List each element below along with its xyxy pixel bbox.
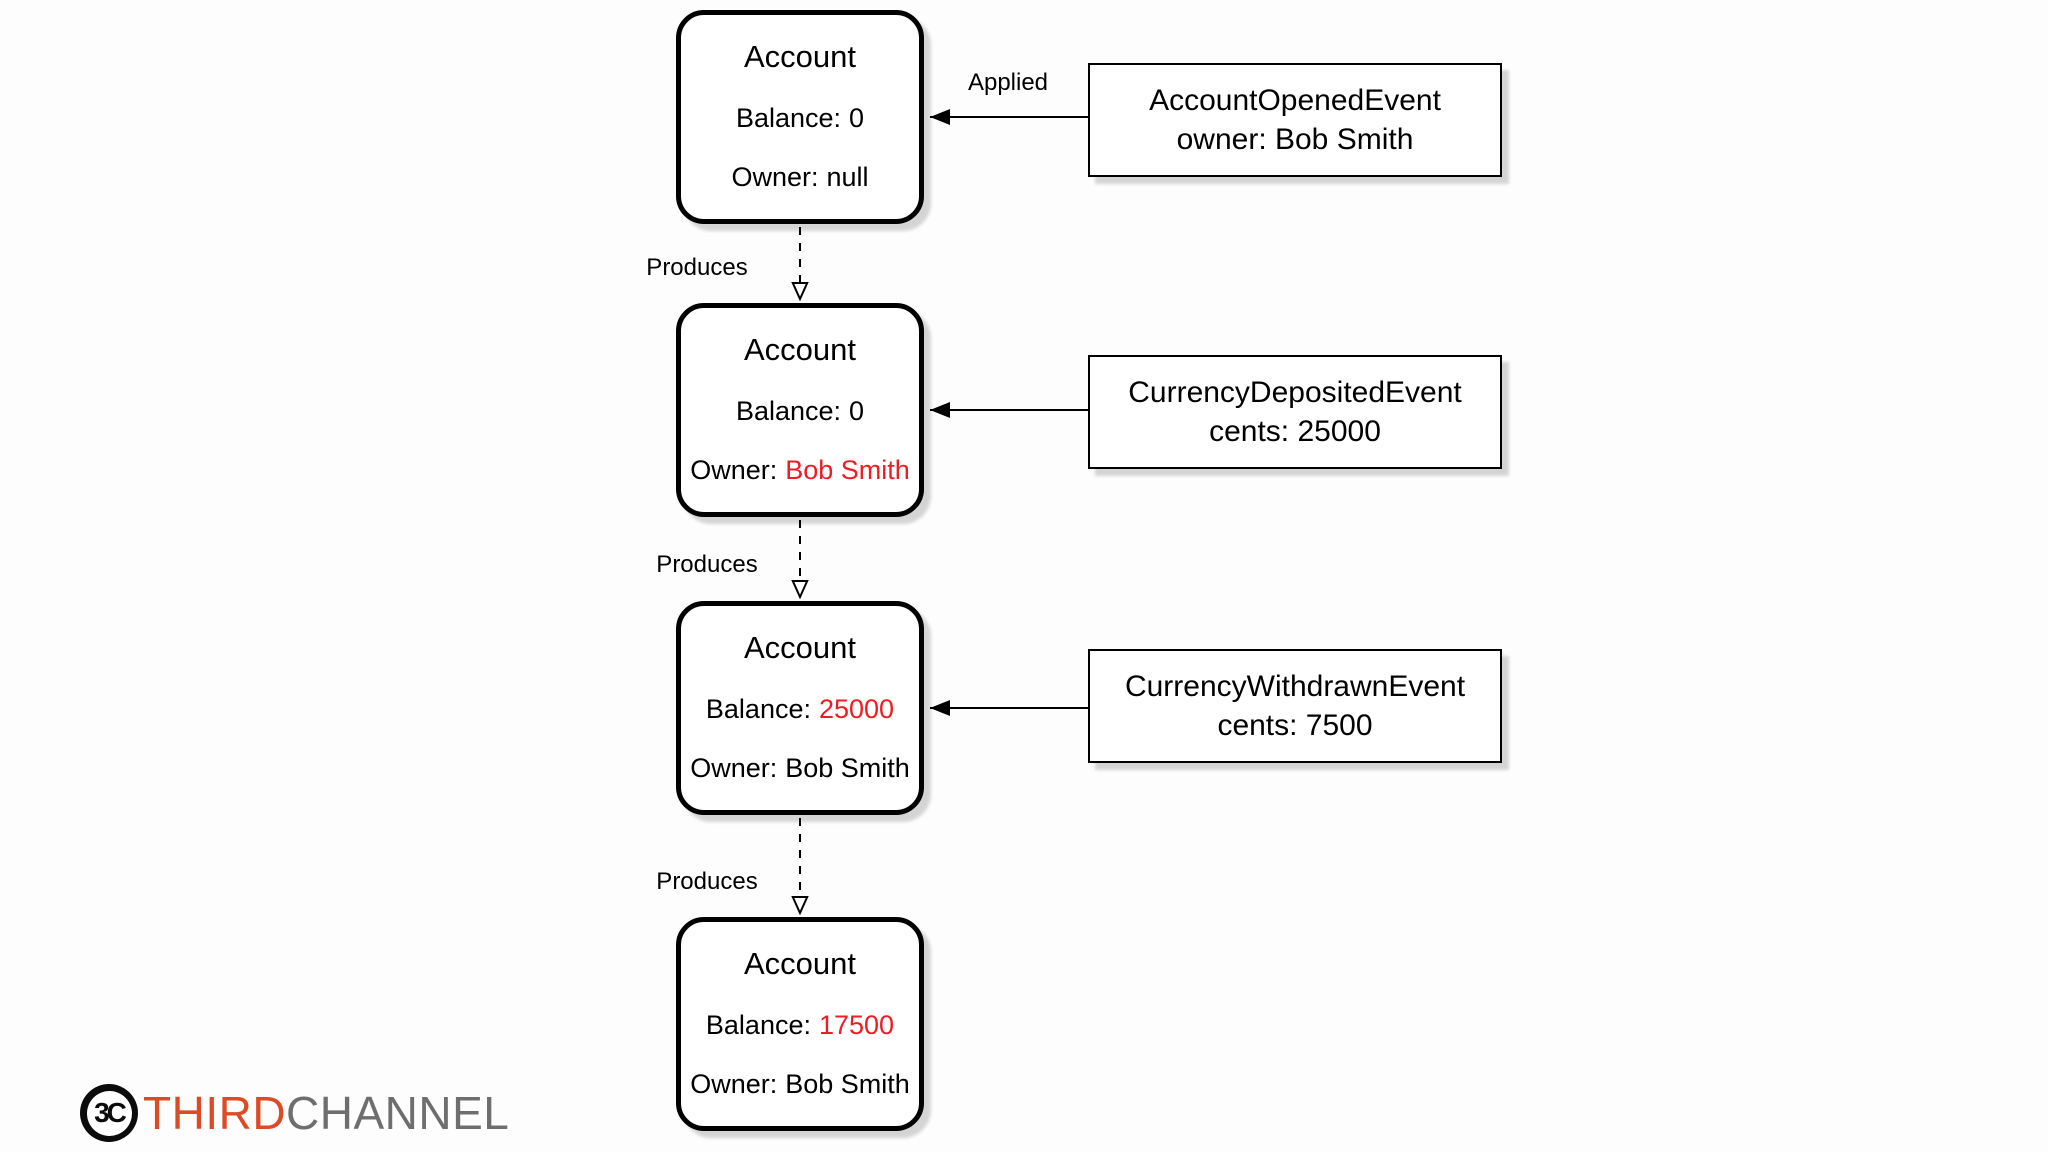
thirdchannel-logo-icon: 3C xyxy=(80,1084,138,1142)
event-name: AccountOpenedEvent xyxy=(1149,83,1441,117)
event-box-account-opened: AccountOpenedEvent owner: Bob Smith xyxy=(1088,63,1502,177)
owner-label: Owner: xyxy=(690,455,778,485)
balance-label: Balance: xyxy=(735,103,842,133)
event-box-currency-withdrawn: CurrencyWithdrawnEvent cents: 7500 xyxy=(1088,649,1502,763)
account-state-box-3: Account Balance:25000 Owner:Bob Smith xyxy=(676,601,924,815)
balance-line: Balance:25000 xyxy=(706,694,894,725)
thirdchannel-logo: 3C THIRDCHANNEL xyxy=(80,1084,509,1142)
produces-edge-label-3: Produces xyxy=(656,868,758,895)
account-title: Account xyxy=(743,630,856,665)
account-title: Account xyxy=(743,39,856,74)
balance-value-highlighted: 17500 xyxy=(818,1010,895,1040)
owner-value: Bob Smith xyxy=(785,753,910,783)
event-name: CurrencyDepositedEvent xyxy=(1128,375,1462,409)
balance-value: 0 xyxy=(849,103,865,133)
balance-label: Balance: xyxy=(705,694,811,724)
account-title: Account xyxy=(743,332,856,367)
owner-value: Bob Smith xyxy=(785,1069,910,1099)
owner-label: Owner: xyxy=(690,1069,778,1099)
owner-line: Owner:Bob Smith xyxy=(690,455,910,486)
logo-word-channel: CHANNEL xyxy=(286,1087,510,1139)
owner-value-highlighted: Bob Smith xyxy=(785,455,910,485)
event-name: CurrencyWithdrawnEvent xyxy=(1124,669,1466,703)
event-detail: cents: 25000 xyxy=(1209,414,1381,448)
owner-line: Owner:null xyxy=(731,162,868,193)
owner-line: Owner:Bob Smith xyxy=(690,753,910,784)
event-detail: owner: Bob Smith xyxy=(1176,122,1414,156)
balance-line: Balance:0 xyxy=(736,103,864,134)
owner-label: Owner: xyxy=(731,162,819,192)
balance-line: Balance:17500 xyxy=(706,1010,894,1041)
owner-line: Owner:Bob Smith xyxy=(690,1069,910,1100)
produces-edge-label-1: Produces xyxy=(646,254,748,281)
event-box-currency-deposited: CurrencyDepositedEvent cents: 25000 xyxy=(1088,355,1502,469)
applied-edge-label: Applied xyxy=(967,69,1049,96)
produces-edge-label-2: Produces xyxy=(656,551,758,578)
balance-value: 0 xyxy=(849,396,865,426)
logo-wordmark: THIRDCHANNEL xyxy=(143,1084,509,1142)
balance-line: Balance:0 xyxy=(736,396,864,427)
account-title: Account xyxy=(743,946,856,981)
event-detail: cents: 7500 xyxy=(1217,708,1373,742)
account-state-box-4: Account Balance:17500 Owner:Bob Smith xyxy=(676,917,924,1131)
account-state-box-1: Account Balance:0 Owner:null xyxy=(676,10,924,224)
balance-label: Balance: xyxy=(705,1010,811,1040)
logo-word-third: THIRD xyxy=(143,1087,287,1139)
balance-value-highlighted: 25000 xyxy=(818,694,895,724)
account-state-box-2: Account Balance:0 Owner:Bob Smith xyxy=(676,303,924,517)
balance-label: Balance: xyxy=(735,396,842,426)
logo-icon-text: 3C xyxy=(86,1090,132,1136)
owner-value: null xyxy=(826,162,869,192)
owner-label: Owner: xyxy=(690,753,778,783)
